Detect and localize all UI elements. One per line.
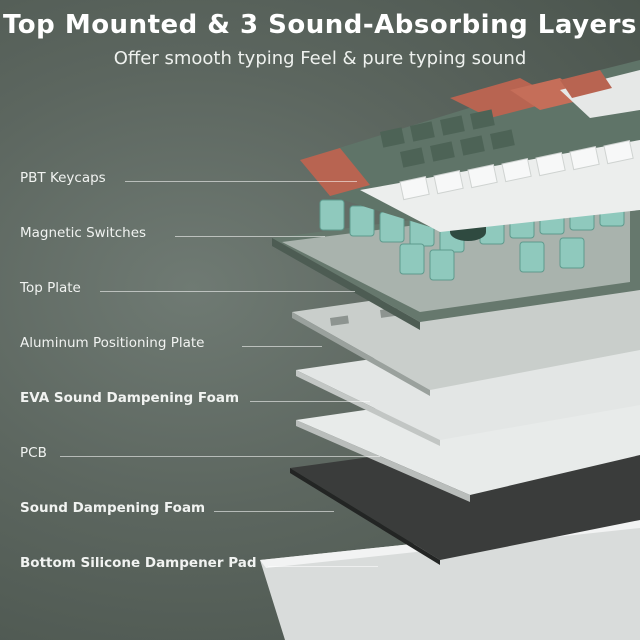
- layer-label-top-plate: Top Plate: [20, 280, 81, 296]
- leader-line-pcb: [60, 456, 380, 457]
- layer-label-dark-foam: Sound Dampening Foam: [20, 500, 206, 516]
- keycaps-layer: [300, 60, 640, 232]
- layer-label-aluminum-plate: Aluminum Positioning Plate: [20, 335, 205, 351]
- layer-label-pcb: PCB: [20, 445, 47, 461]
- leader-line-bottom-pad: [268, 566, 378, 567]
- leader-line-dark-foam: [214, 511, 334, 512]
- page-title: Top Mounted & 3 Sound-Absorbing Layers: [3, 10, 637, 40]
- layer-label-switches: Magnetic Switches: [20, 225, 147, 241]
- leader-line-keycaps: [125, 181, 357, 182]
- layer-label-keycaps: PBT Keycaps: [20, 170, 106, 186]
- leader-line-aluminum-plate: [242, 346, 322, 347]
- leader-line-top-plate: [100, 291, 355, 292]
- page-subtitle: Offer smooth typing Feel & pure typing s…: [113, 48, 527, 69]
- layer-label-bottom-pad: Bottom Silicone Dampener Pad: [20, 555, 257, 571]
- leader-line-switches: [175, 236, 325, 237]
- leader-line-eva-foam: [250, 401, 370, 402]
- switches-layer: [319, 195, 625, 281]
- layer-label-eva-foam: EVA Sound Dampening Foam: [20, 390, 240, 406]
